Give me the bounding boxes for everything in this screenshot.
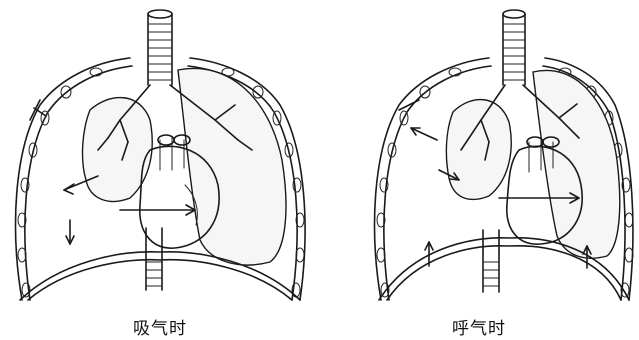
collapsed-lung	[446, 100, 511, 200]
inspiration-diagram	[0, 0, 320, 340]
inspiration-panel: 吸气时	[0, 0, 320, 340]
right-lung	[533, 70, 620, 258]
right-lung	[178, 68, 286, 265]
expiration-diagram	[319, 0, 639, 340]
trachea	[503, 10, 525, 85]
expiration-caption: 呼气时	[319, 314, 639, 339]
inspiration-caption: 吸气时	[0, 314, 320, 339]
expiration-panel: 呼气时	[319, 0, 639, 340]
trachea	[148, 10, 172, 85]
